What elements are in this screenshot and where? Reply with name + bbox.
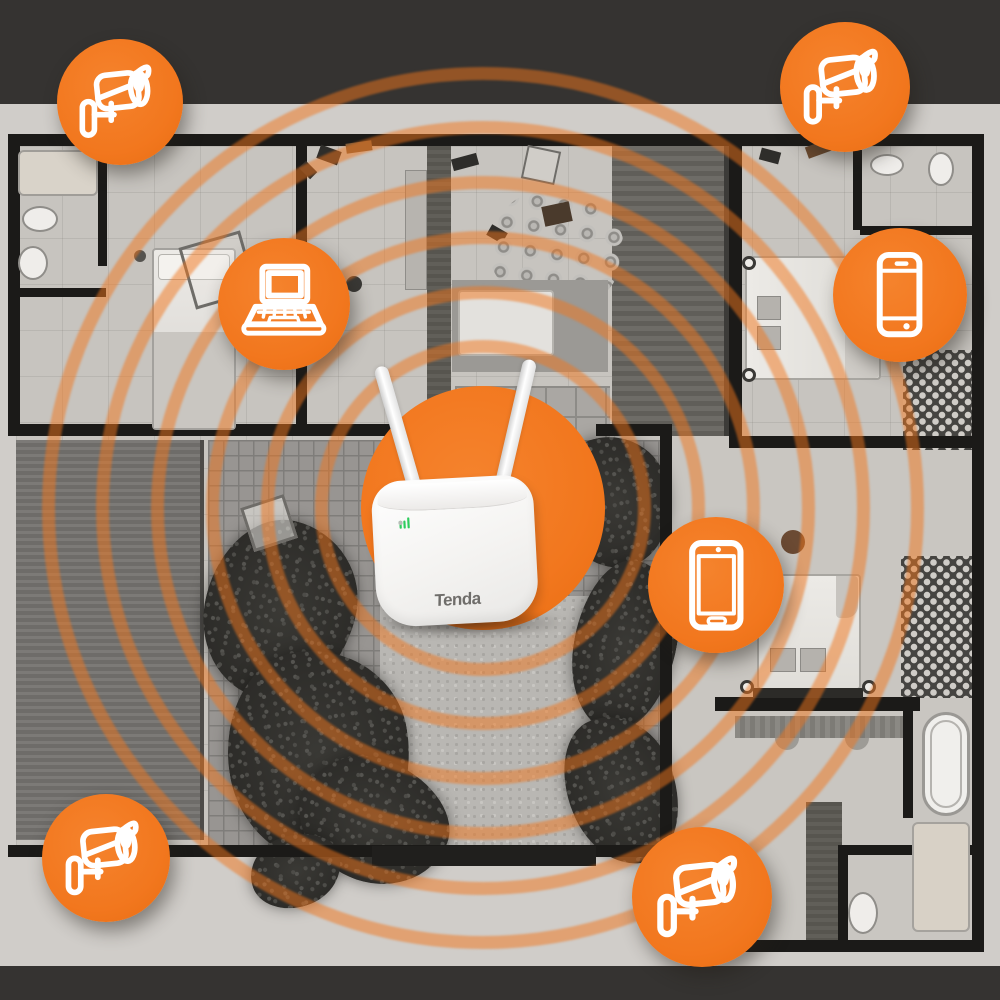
device-circle-camera-top-left [57,39,183,165]
wall [838,852,848,944]
wall [853,150,862,230]
wall [903,700,913,818]
router: Tenda [352,352,632,652]
device-circle-smartphone [833,228,967,362]
sink [870,154,904,176]
wall [16,288,106,297]
router-led-row [398,512,491,529]
tablet-icon [688,539,744,631]
shower-tray [912,822,970,932]
router-brand-label: Tenda [434,588,481,611]
toilet [22,206,58,232]
security-camera-icon [79,64,152,139]
wall [838,845,984,855]
laptop-icon [241,263,327,336]
dresser-band [806,802,842,940]
security-camera-icon [657,855,738,938]
device-circle-tablet [648,517,784,653]
wall [98,146,107,266]
wall [8,134,20,436]
security-camera-icon [65,820,139,895]
wall [972,134,984,952]
device-circle-camera-bottom-center [632,827,772,967]
bathtub-inner [930,720,962,808]
device-circle-camera-bottom-left [42,794,170,922]
shower-tray [18,150,98,196]
smartphone-icon [877,252,923,338]
sink [18,246,48,280]
toilet [928,152,954,186]
device-circle-laptop [218,238,350,370]
toilet [848,892,878,934]
router-body: Tenda [370,473,540,629]
security-camera-icon [803,48,878,125]
device-circle-camera-top-right [780,22,910,152]
